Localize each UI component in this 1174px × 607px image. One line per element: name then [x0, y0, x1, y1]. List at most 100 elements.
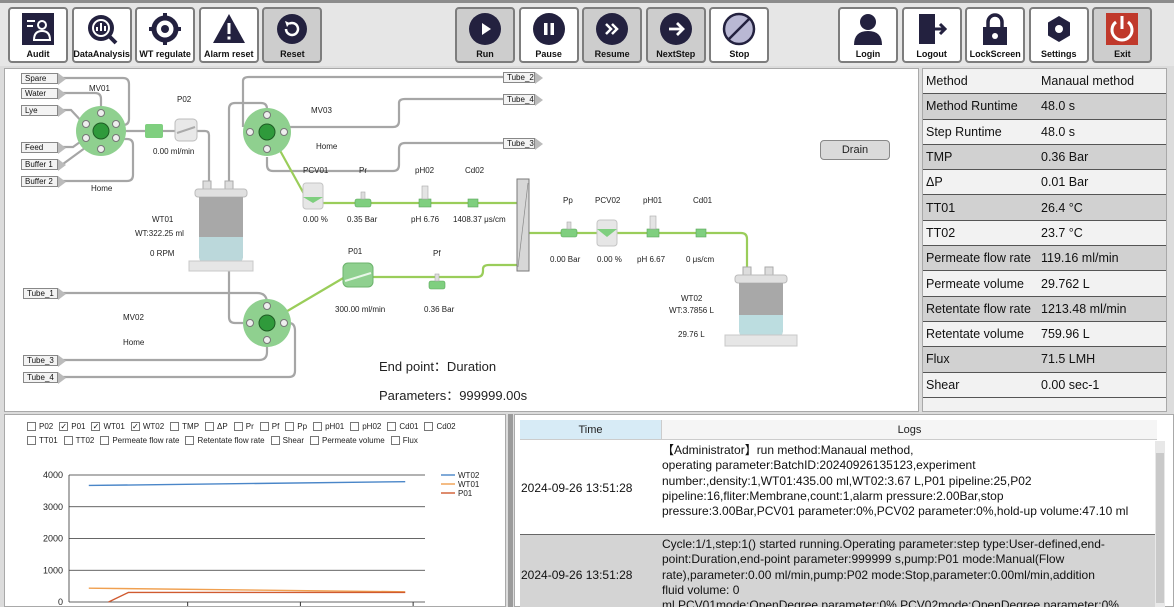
tag-tube-4-top[interactable]: Tube_4 — [503, 94, 543, 106]
tag-tube-3[interactable]: Tube_3 — [23, 355, 66, 367]
wt01-rpm: 0 RPM — [150, 249, 175, 258]
alarm-reset-button[interactable]: Alarm reset — [198, 7, 259, 63]
log-line: number:,density:1,WT01:435.00 ml,WT02:3.… — [662, 473, 1032, 488]
series-checkbox[interactable]: ✓WT01 — [91, 421, 125, 431]
reset-button[interactable]: Reset — [262, 7, 323, 63]
tag-spare[interactable]: Spare — [21, 73, 66, 85]
tag-buffer-1[interactable]: Buffer 1 — [21, 159, 66, 171]
p01-value: 300.00 ml/min — [335, 305, 386, 314]
series-checkbox[interactable]: pH01 — [313, 421, 345, 431]
time-column-header[interactable]: Time — [520, 420, 662, 439]
series-checkbox[interactable]: Pr — [233, 421, 254, 431]
series-checkbox[interactable]: Shear — [270, 435, 304, 445]
series-checkbox[interactable]: Pf — [259, 421, 279, 431]
resume-button[interactable]: Resume — [582, 7, 643, 63]
checkbox-box[interactable] — [205, 421, 215, 431]
checkbox-box[interactable]: ✓ — [59, 421, 69, 431]
series-checkbox[interactable]: Permeate flow rate — [100, 435, 179, 445]
param-key: Shear — [926, 377, 960, 392]
checkbox-box[interactable] — [270, 435, 280, 445]
checkbox-label: P01 — [71, 421, 86, 431]
logs-column-header[interactable]: Logs — [662, 420, 1157, 439]
tag-lye[interactable]: Lye — [21, 105, 66, 117]
param-value: 0.01 Bar — [1041, 175, 1089, 190]
log-row[interactable]: 2024-09-26 13:51:28【Administrator】run me… — [520, 441, 1157, 535]
checkbox-box[interactable] — [185, 435, 195, 445]
checkbox-box[interactable] — [63, 435, 73, 445]
series-checkbox[interactable]: Retentate flow rate — [185, 435, 265, 445]
series-checkbox[interactable]: ΔP — [205, 421, 228, 431]
tag-tube-2[interactable]: Tube_2 — [503, 72, 543, 84]
tag-tube-1[interactable]: Tube_1 — [23, 288, 66, 300]
checkbox-box[interactable] — [310, 435, 319, 445]
series-checkbox[interactable]: Cd01 — [387, 421, 418, 431]
checkbox-box[interactable] — [233, 421, 243, 431]
ph01-value: pH 6.67 — [637, 255, 666, 264]
tag-buffer-2[interactable]: Buffer 2 — [21, 176, 66, 188]
checkbox-label: pH01 — [325, 421, 345, 431]
logs-scrollbar[interactable] — [1155, 441, 1165, 607]
tag-tube-3-top[interactable]: Tube_3 — [503, 138, 543, 150]
param-key: Flux — [926, 352, 950, 367]
series-checkbox[interactable]: Flux — [390, 435, 418, 445]
series-checkbox[interactable]: pH02 — [350, 421, 381, 431]
series-checkbox[interactable]: Cd02 — [424, 421, 456, 431]
login-label: Login — [855, 49, 881, 59]
pcv01-valve[interactable] — [302, 182, 324, 210]
y-tick-label: 3000 — [43, 502, 63, 512]
data-analysis-button[interactable]: DataAnalysis — [71, 7, 132, 63]
mv03-valve[interactable] — [243, 108, 291, 156]
checkbox-label: Flux — [402, 435, 418, 445]
drain-button[interactable]: Drain — [820, 140, 890, 160]
mv02-valve[interactable] — [243, 299, 291, 347]
nextstep-label: NextStep — [656, 49, 696, 59]
checkbox-box[interactable] — [350, 421, 360, 431]
logout-button[interactable]: Logout — [901, 7, 962, 63]
nextstep-button[interactable]: NextStep — [645, 7, 706, 63]
mv01-valve[interactable] — [76, 106, 126, 156]
chart-scrollbar[interactable] — [508, 414, 513, 607]
run-button[interactable]: Run — [455, 7, 515, 63]
pcv02-valve[interactable] — [596, 219, 618, 247]
login-button[interactable]: Login — [838, 7, 898, 63]
tag-tube-4[interactable]: Tube_4 — [23, 372, 66, 384]
exit-button[interactable]: Exit — [1092, 7, 1153, 63]
checkbox-box[interactable]: ✓ — [91, 421, 101, 431]
checkbox-box[interactable] — [27, 421, 36, 431]
tag-water[interactable]: Water — [21, 88, 66, 100]
checkbox-box[interactable] — [424, 421, 434, 431]
p01-pump[interactable] — [342, 262, 374, 288]
checkbox-box[interactable] — [27, 435, 36, 445]
series-checkbox[interactable]: Permeate volume — [310, 435, 385, 445]
wt-regulate-button[interactable]: WT regulate — [135, 7, 196, 63]
checkbox-box[interactable] — [313, 421, 323, 431]
logs-scrollbar-thumb[interactable] — [1156, 453, 1164, 603]
audit-label: Audit — [26, 49, 50, 59]
series-checkbox[interactable]: ✓WT02 — [130, 421, 164, 431]
tag-feed[interactable]: Feed — [21, 142, 66, 154]
stop-label: Stop — [729, 49, 750, 59]
settings-button[interactable]: Settings — [1028, 7, 1089, 63]
checkbox-box[interactable]: ✓ — [130, 421, 140, 431]
series-checkbox[interactable]: TMP — [170, 421, 199, 431]
checkbox-box[interactable] — [170, 421, 180, 431]
series-checkbox[interactable]: Pp — [285, 421, 307, 431]
param-key: Method Runtime — [926, 99, 1018, 114]
series-checkbox[interactable]: ✓P01 — [59, 421, 86, 431]
power-icon — [1104, 11, 1140, 47]
checkbox-box[interactable] — [259, 421, 269, 431]
series-checkbox[interactable]: TT01 — [27, 435, 58, 445]
checkbox-box[interactable] — [285, 421, 295, 431]
series-checkbox[interactable]: TT02 — [63, 435, 94, 445]
checkbox-box[interactable] — [390, 435, 400, 445]
checkbox-box[interactable] — [387, 421, 397, 431]
audit-button[interactable]: Audit — [8, 7, 68, 63]
checkbox-box[interactable] — [100, 435, 110, 445]
stop-button[interactable]: Stop — [709, 7, 770, 63]
series-checkbox[interactable]: P02 — [27, 421, 53, 431]
lockscreen-button[interactable]: LockScreen — [965, 7, 1026, 63]
p02-pump[interactable] — [174, 118, 198, 142]
pause-button[interactable]: Pause — [518, 7, 579, 63]
